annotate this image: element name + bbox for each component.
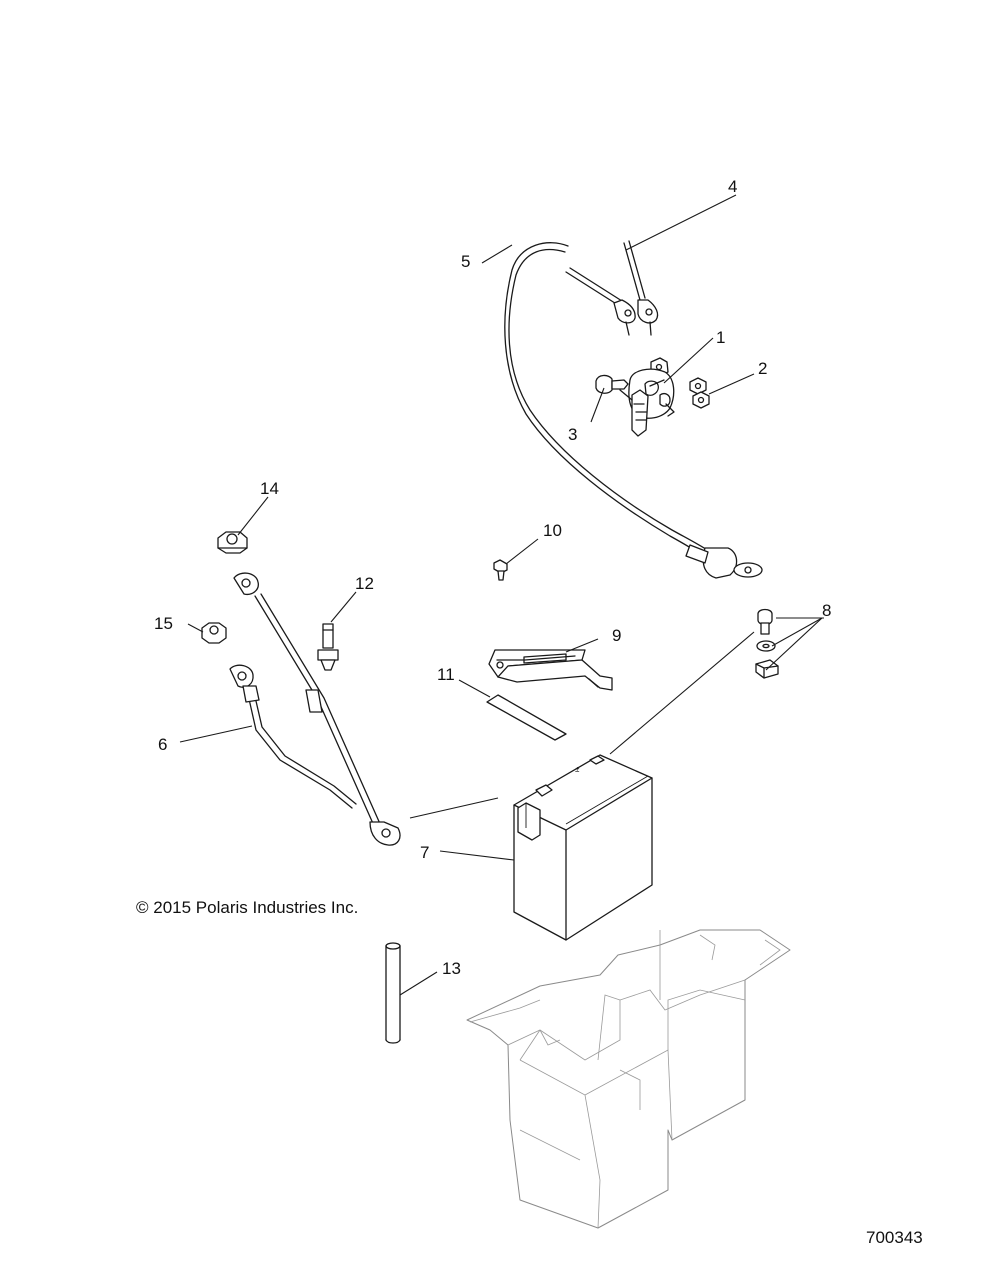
diagram-number: 700343: [866, 1228, 923, 1247]
battery: ±: [513, 754, 653, 941]
ground-cable: [233, 572, 401, 846]
battery-pad: [486, 694, 567, 741]
battery-hold-down-bracket: [488, 649, 613, 691]
callout-9: 9: [612, 626, 621, 645]
callout-13: 13: [442, 959, 461, 978]
svg-text:±: ±: [575, 765, 580, 774]
callout-7: 7: [420, 843, 429, 862]
callout-8: 8: [822, 601, 831, 620]
stud-12: [317, 623, 339, 671]
callout-12: 12: [355, 574, 374, 593]
callout-5: 5: [461, 252, 470, 271]
battery-tray: [466, 929, 791, 1229]
hardware-8: [755, 608, 779, 679]
screw-10: [493, 559, 508, 581]
callout-1: 1: [716, 328, 725, 347]
battery-cable-6: [229, 664, 357, 809]
rod-13: [385, 942, 401, 1044]
copyright-notice: © 2015 Polaris Industries Inc.: [136, 898, 359, 917]
battery-cable-4: [565, 240, 659, 336]
starter-solenoid: [619, 357, 675, 437]
callout-15: 15: [154, 614, 173, 633]
callout-4: 4: [728, 177, 737, 196]
callout-11: 11: [437, 665, 455, 684]
callout-6: 6: [158, 735, 167, 754]
callout-3: 3: [568, 425, 577, 444]
nut-15: [201, 622, 227, 644]
callout-14: 14: [260, 479, 279, 498]
callout-labels: 1 2 3 4 5 6 7 8 9 10 11 12 13 14 15: [154, 177, 831, 978]
leader-lines: [179, 194, 824, 996]
screw-3: [595, 374, 629, 394]
nuts-2: [689, 377, 710, 409]
callout-2: 2: [758, 359, 767, 378]
callout-10: 10: [543, 521, 562, 540]
battery-cable-5: [504, 242, 763, 579]
nut-14: [217, 531, 248, 554]
